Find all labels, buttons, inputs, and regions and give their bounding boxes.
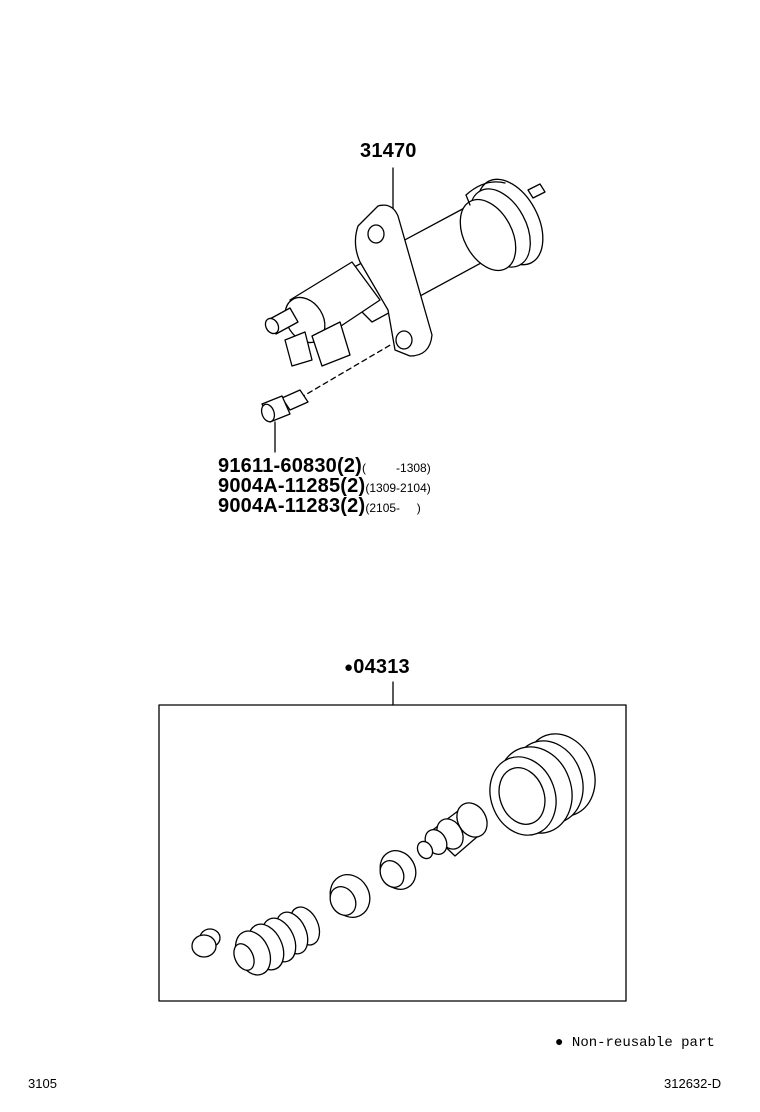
kit-part-number: 04313 <box>353 656 410 678</box>
bolt-part-list: 91611-60830(2)(-1308) 9004A-11285(2)(130… <box>218 455 431 517</box>
bolt-drawing <box>260 389 309 423</box>
legend: ● Non-reusable part <box>555 1033 715 1051</box>
assembly-part-number[interactable]: 31470 <box>360 140 417 162</box>
bolt-row-1[interactable]: 91611-60830(2)( -1308) <box>218 455 431 477</box>
kit-part-label[interactable]: ●04313 <box>344 656 410 679</box>
bolt-production-range: 1309-2104) <box>369 481 431 495</box>
non-reusable-marker-icon: ● <box>344 659 354 676</box>
bolt-range-open: ( <box>365 481 370 495</box>
footer-left-code: 3105 <box>28 1076 57 1091</box>
bolt-production-range: 2105- ) <box>369 501 421 515</box>
repair-kit-drawing <box>158 681 627 1002</box>
bolt-range-open: ( <box>362 461 367 475</box>
bolt-part-number: 9004A-11285(2) <box>218 475 366 497</box>
legend-marker-icon: ● <box>555 1033 564 1049</box>
bolt-part-number: 9004A-11283(2) <box>218 495 366 517</box>
bolt-part-number: 91611-60830(2) <box>218 455 363 477</box>
legend-text: Non-reusable part <box>571 1035 715 1051</box>
release-cylinder-drawing <box>260 167 546 453</box>
footer-right-code: 312632-D <box>664 1076 722 1091</box>
bolt-production-range: -1308) <box>396 461 431 475</box>
bolt-range-open: ( <box>365 501 370 515</box>
bolt-row-2[interactable]: 9004A-11285(2)(1309-2104) <box>218 475 431 497</box>
bolt-row-3[interactable]: 9004A-11283(2)(2105- ) <box>218 495 431 517</box>
